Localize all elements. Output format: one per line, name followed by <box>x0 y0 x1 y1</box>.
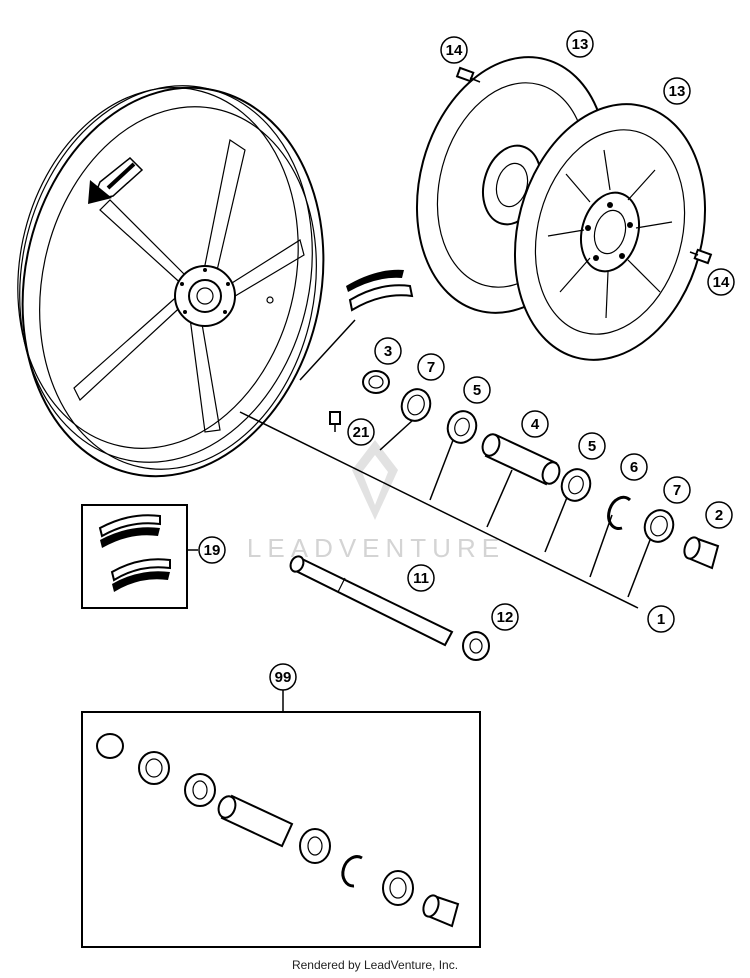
callout-label: 7 <box>427 359 435 376</box>
rotation-arrow-icon <box>88 156 144 204</box>
callout-label: 4 <box>531 416 540 433</box>
callout-14-bottom[interactable]: 14 <box>707 268 735 296</box>
callout-7-right[interactable]: 7 <box>663 476 691 504</box>
part-6-circlip[interactable] <box>607 495 632 530</box>
callout-5-right[interactable]: 5 <box>578 432 606 460</box>
brake-disc-front[interactable] <box>487 83 732 382</box>
callout-13-left[interactable]: 13 <box>566 30 594 58</box>
callout-label: 3 <box>384 343 392 360</box>
callout-7-left[interactable]: 7 <box>417 353 445 381</box>
part-11-axle[interactable] <box>288 554 454 647</box>
callout-5-left[interactable]: 5 <box>463 376 491 404</box>
callout-label: 13 <box>572 36 589 53</box>
part-7-seal-left[interactable] <box>397 385 434 425</box>
watermark-text: LEADVENTURE <box>247 533 505 563</box>
callout-label: 19 <box>204 542 221 559</box>
callout-2[interactable]: 2 <box>705 501 733 529</box>
part-2-spacer[interactable] <box>682 535 720 570</box>
part-3-bearing[interactable] <box>362 370 390 394</box>
callout-3[interactable]: 3 <box>374 337 402 365</box>
callout-label: 21 <box>353 424 370 441</box>
callout-label: 1 <box>657 611 665 628</box>
wheel-rim[interactable] <box>0 58 359 504</box>
callout-1[interactable]: 1 <box>647 605 675 633</box>
part-21-valve[interactable] <box>329 411 341 432</box>
callout-11[interactable]: 11 <box>407 564 435 592</box>
callout-label: 7 <box>673 482 681 499</box>
callout-21[interactable]: 21 <box>347 418 375 446</box>
decal-strip <box>346 269 414 312</box>
callout-99[interactable]: 99 <box>269 663 297 691</box>
assembly-leader-lines <box>239 319 651 712</box>
callout-13-right[interactable]: 13 <box>663 77 691 105</box>
callout-label: 12 <box>497 609 514 626</box>
footer-credit: Rendered by LeadVenture, Inc. <box>291 958 459 972</box>
part-7-seal-right[interactable] <box>640 506 677 546</box>
callout-label: 14 <box>446 42 463 59</box>
disc-bolt-lower[interactable] <box>689 248 713 265</box>
watermark-logo-icon <box>352 440 398 520</box>
callout-14-top[interactable]: 14 <box>440 36 468 64</box>
callout-6[interactable]: 6 <box>620 453 648 481</box>
callout-label: 11 <box>413 570 429 587</box>
watermark: LEADVENTURE <box>247 440 505 563</box>
callout-label: 14 <box>713 274 730 291</box>
decal-kit-box[interactable] <box>81 504 188 609</box>
callout-4[interactable]: 4 <box>521 410 549 438</box>
callout-label: 6 <box>630 459 638 476</box>
callout-label: 5 <box>473 382 481 399</box>
callout-19[interactable]: 19 <box>198 536 226 564</box>
part-5-bearing-right[interactable] <box>557 465 594 505</box>
callout-label: 99 <box>275 669 292 686</box>
callout-12[interactable]: 12 <box>491 603 519 631</box>
bearing-kit-box[interactable] <box>81 711 481 948</box>
callout-label: 2 <box>715 507 723 524</box>
disc-bolt-upper[interactable] <box>455 66 481 83</box>
part-5-bearing-left[interactable] <box>443 407 480 447</box>
part-4-spacer[interactable] <box>480 432 563 486</box>
part-12-axle-nut[interactable] <box>462 631 490 661</box>
callout-label: 5 <box>588 438 596 455</box>
callout-label: 13 <box>669 83 686 100</box>
